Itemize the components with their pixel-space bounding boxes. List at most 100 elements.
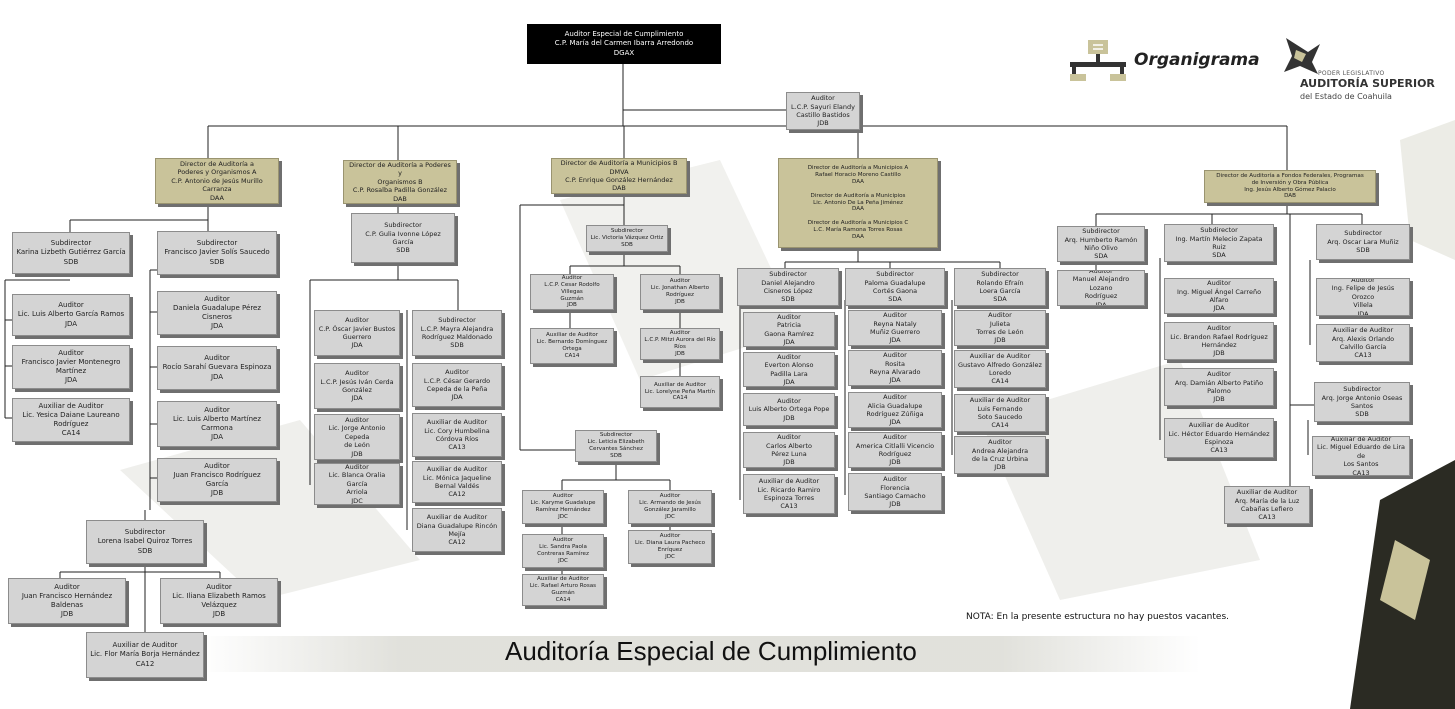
footer-band <box>200 636 1200 672</box>
box-line: Auxiliar de Auditor <box>969 396 1031 405</box>
box-line: Auditor <box>206 582 232 591</box>
box-line: Rodríguez Maldonado <box>421 333 493 341</box>
box-line: Auditor <box>777 433 801 442</box>
box-line: C.P. Rosalba Padilla González <box>352 186 448 195</box>
box-line: Lic. Lorelyne Peña Martín <box>644 388 716 395</box>
box-line: JDB <box>567 302 577 309</box>
box-line: Bernal Valdés <box>434 482 480 490</box>
box-line: CA13 <box>1210 446 1228 455</box>
box-line: Auditor <box>659 493 681 500</box>
box-line: Lic. Jorge Antonio Cepeda <box>328 424 386 441</box>
box-line: Gaona Ramírez <box>764 329 814 338</box>
box-line: Cisneros <box>202 313 232 321</box>
box-line: CA14 <box>555 596 571 603</box>
organigrama-title: Organigrama <box>1134 50 1260 70</box>
box-line: Arq. Alexis Orlando <box>1331 334 1395 343</box>
box-line: Auditor <box>669 330 691 337</box>
box-line: Lic. Cory Humbelina <box>424 426 490 435</box>
box-line: L.C.P. Jesús Iván Cerda <box>320 377 394 386</box>
box-line: Subdirector <box>599 432 633 439</box>
institution-name: AUDITORÍA SUPERIOR <box>1300 77 1435 90</box>
box-line: Auxiliar de Auditor <box>112 641 178 650</box>
box-line: Auditor <box>204 405 230 414</box>
box-line: Auxiliar de Auditor <box>536 576 589 583</box>
box-line: Rodríguez <box>878 450 912 458</box>
box-line: Reyna Nataly <box>873 319 917 328</box>
box-line: Niño Olivo <box>1084 244 1118 252</box>
box-line: Gustavo Alfredo González <box>958 360 1042 369</box>
box-line: Rolando Efraín <box>976 278 1024 287</box>
box-line: Daniel Alejandro <box>761 278 815 287</box>
box-line: Auxiliar de Auditor <box>426 465 488 474</box>
box-line: CA13 <box>1352 468 1370 476</box>
box-line: JDC <box>558 513 568 520</box>
box-line: SDB <box>209 257 225 266</box>
box-line: JDA <box>889 418 901 427</box>
box-line: Auditor <box>552 537 574 544</box>
box-line: Rocío Sarahí Guevara Espinoza <box>162 363 272 372</box>
box-line: Pérez Luna <box>771 450 807 458</box>
vacancies-note: NOTA: En la presente estructura no hay p… <box>966 612 1229 622</box>
box-line: Lic. Leticia Elizabeth <box>587 439 645 446</box>
box-line: Director de Auditoría a Poderes y <box>349 160 451 178</box>
box-line: Espinoza <box>1204 438 1234 446</box>
box-line: Luis Fernando <box>977 404 1023 413</box>
box-line: JDA <box>351 394 363 403</box>
box-line: Loera García <box>979 287 1021 295</box>
box-line: CA13 <box>780 502 798 511</box>
box-line: Auditor <box>883 393 907 402</box>
box-line: Auditor <box>777 396 801 405</box>
box-line: Auditor <box>552 493 574 500</box>
box-line: JDA <box>210 322 224 331</box>
box-line: Lic. Iliana Elizabeth Ramos <box>172 591 266 600</box>
box-line: Auxiliar de Auditor <box>426 513 488 522</box>
box-line: JDA <box>1095 300 1107 306</box>
box-line: CA14 <box>672 395 688 402</box>
box-line: JDB <box>1213 349 1225 358</box>
box-line: America Citlalli Vicencio <box>855 441 935 450</box>
box-line: Francisco Javier Montenegro <box>21 357 121 366</box>
box-line: Auditor <box>345 369 369 378</box>
box-line: SDB <box>781 295 795 304</box>
box-line: Auditor <box>811 94 835 103</box>
box-line: JDC <box>665 553 675 560</box>
box-line: SDA <box>888 295 902 304</box>
box-line: Los Santos <box>1343 460 1379 469</box>
star-logo-icon <box>1284 38 1320 74</box>
box-line: Subdirector <box>50 239 92 248</box>
box-line: Auditor <box>561 274 583 281</box>
box-line: Subdirector <box>384 221 422 230</box>
box-line: Espinoza Torres <box>763 494 815 502</box>
box-line: Paloma Guadalupe <box>864 278 926 287</box>
box-line: Auditor <box>1351 278 1375 284</box>
box-line: Lic. Luis Alberto García Ramos <box>17 310 125 319</box>
box-line: Manuel Alejandro Lozano <box>1072 275 1130 292</box>
box-line: Loredo <box>988 369 1012 377</box>
institution-logo: PODER LEGISLATIVO AUDITORÍA SUPERIOR del… <box>1278 36 1435 101</box>
footer-title: Auditoría Especial de Cumplimiento <box>505 636 917 666</box>
box-line: C.P. Enrique González Hernández <box>565 176 673 184</box>
box-line: Rodríguez Zúñiga <box>866 410 924 418</box>
box-line: Patricia <box>776 321 801 330</box>
box-line: JDA <box>210 372 224 381</box>
box-line: Subdirector <box>981 270 1019 279</box>
box-line: C.P. María del Carmen Ibarra Arredondo <box>554 39 694 48</box>
box-line: JDA <box>1357 309 1369 316</box>
box-line: Subdirector <box>196 239 238 248</box>
box-line: Auditor <box>1207 370 1231 379</box>
